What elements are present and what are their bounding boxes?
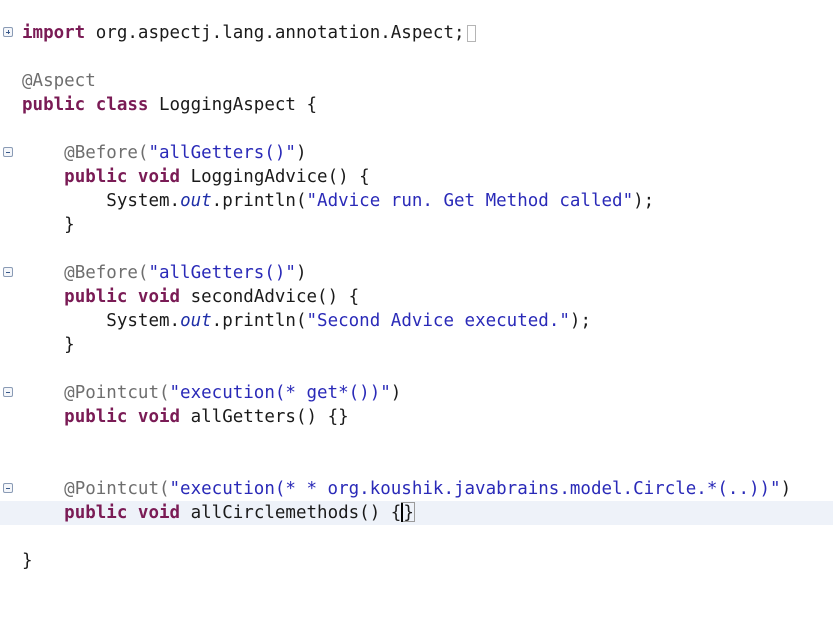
keyword: public void [64, 503, 181, 523]
brace: } [64, 335, 75, 355]
code-text: ); [569, 311, 591, 331]
annotation: @Pointcut( [64, 479, 170, 499]
folded-imports-marker[interactable] [466, 25, 476, 42]
paren: ) [780, 479, 792, 499]
static-field: out [180, 191, 212, 211]
code-text: System. [106, 191, 181, 211]
brace: } [403, 503, 414, 523]
string-literal: "execution(* get*())" [169, 383, 391, 403]
string-literal: "allGetters()" [148, 143, 296, 163]
keyword: public void [64, 407, 181, 427]
text-caret [401, 503, 404, 522]
brace: } [22, 551, 33, 571]
class-name: LoggingAspect { [158, 95, 318, 115]
code-text: .println( [211, 191, 307, 211]
code-line-statement[interactable]: System.out.println("Advice run. Get Meth… [0, 189, 833, 213]
code-line-aspect-annotation[interactable]: @Aspect [0, 69, 833, 93]
code-line-class-declaration[interactable]: public class LoggingAspect { [0, 93, 833, 117]
fold-collapse-icon[interactable] [3, 147, 13, 157]
code-line-before-annotation[interactable]: @Before("allGetters()") [0, 261, 833, 285]
code-line-method-signature[interactable]: public void allGetters() {} [0, 405, 833, 429]
keyword: import [22, 23, 86, 43]
code-line-class-closing-brace[interactable]: } [0, 549, 833, 573]
paren: ) [295, 263, 307, 283]
code-text: System. [106, 311, 181, 331]
code-line-closing-brace[interactable]: } [0, 333, 833, 357]
code-line-statement[interactable]: System.out.println("Second Advice execut… [0, 309, 833, 333]
method-signature: allCirclemethods() { [190, 503, 402, 523]
method-signature: allGetters() {} [190, 407, 349, 427]
fold-collapse-icon[interactable] [3, 483, 13, 493]
code-text: .println( [211, 311, 307, 331]
string-literal: "allGetters()" [148, 263, 296, 283]
code-line-pointcut-annotation[interactable]: @Pointcut("execution(* get*())") [0, 381, 833, 405]
string-literal: "Advice run. Get Method called" [306, 191, 634, 211]
string-literal: "Second Advice executed." [306, 311, 570, 331]
keyword: public void [64, 287, 181, 307]
method-signature: LoggingAdvice() { [190, 167, 370, 187]
code-line-current[interactable]: public void allCirclemethods() {} [0, 501, 833, 525]
code-line-import[interactable]: import org.aspectj.lang.annotation.Aspec… [0, 21, 833, 45]
matching-bracket-highlight: } [401, 502, 415, 522]
paren: ) [390, 383, 402, 403]
annotation: @Aspect [22, 71, 96, 91]
fold-collapse-icon[interactable] [3, 387, 13, 397]
code-line-pointcut-annotation[interactable]: @Pointcut("execution(* * org.koushik.jav… [0, 477, 833, 501]
code-line-method-signature[interactable]: public void LoggingAdvice() { [0, 165, 833, 189]
keyword: public void [64, 167, 181, 187]
code-editor[interactable]: import org.aspectj.lang.annotation.Aspec… [0, 0, 833, 575]
static-field: out [180, 311, 212, 331]
keyword: public class [22, 95, 149, 115]
annotation: @Before( [64, 263, 149, 283]
code-line-closing-brace[interactable]: } [0, 213, 833, 237]
string-literal: "execution(* * org.koushik.javabrains.mo… [169, 479, 781, 499]
fold-expand-icon[interactable] [3, 27, 13, 37]
annotation: @Before( [64, 143, 149, 163]
method-signature: secondAdvice() { [190, 287, 360, 307]
code-line-before-annotation[interactable]: @Before("allGetters()") [0, 141, 833, 165]
annotation: @Pointcut( [64, 383, 170, 403]
brace: } [64, 215, 75, 235]
fold-collapse-icon[interactable] [3, 267, 13, 277]
import-path: org.aspectj.lang.annotation.Aspect; [95, 23, 465, 43]
code-text: ); [633, 191, 655, 211]
paren: ) [295, 143, 307, 163]
code-line-method-signature[interactable]: public void secondAdvice() { [0, 285, 833, 309]
